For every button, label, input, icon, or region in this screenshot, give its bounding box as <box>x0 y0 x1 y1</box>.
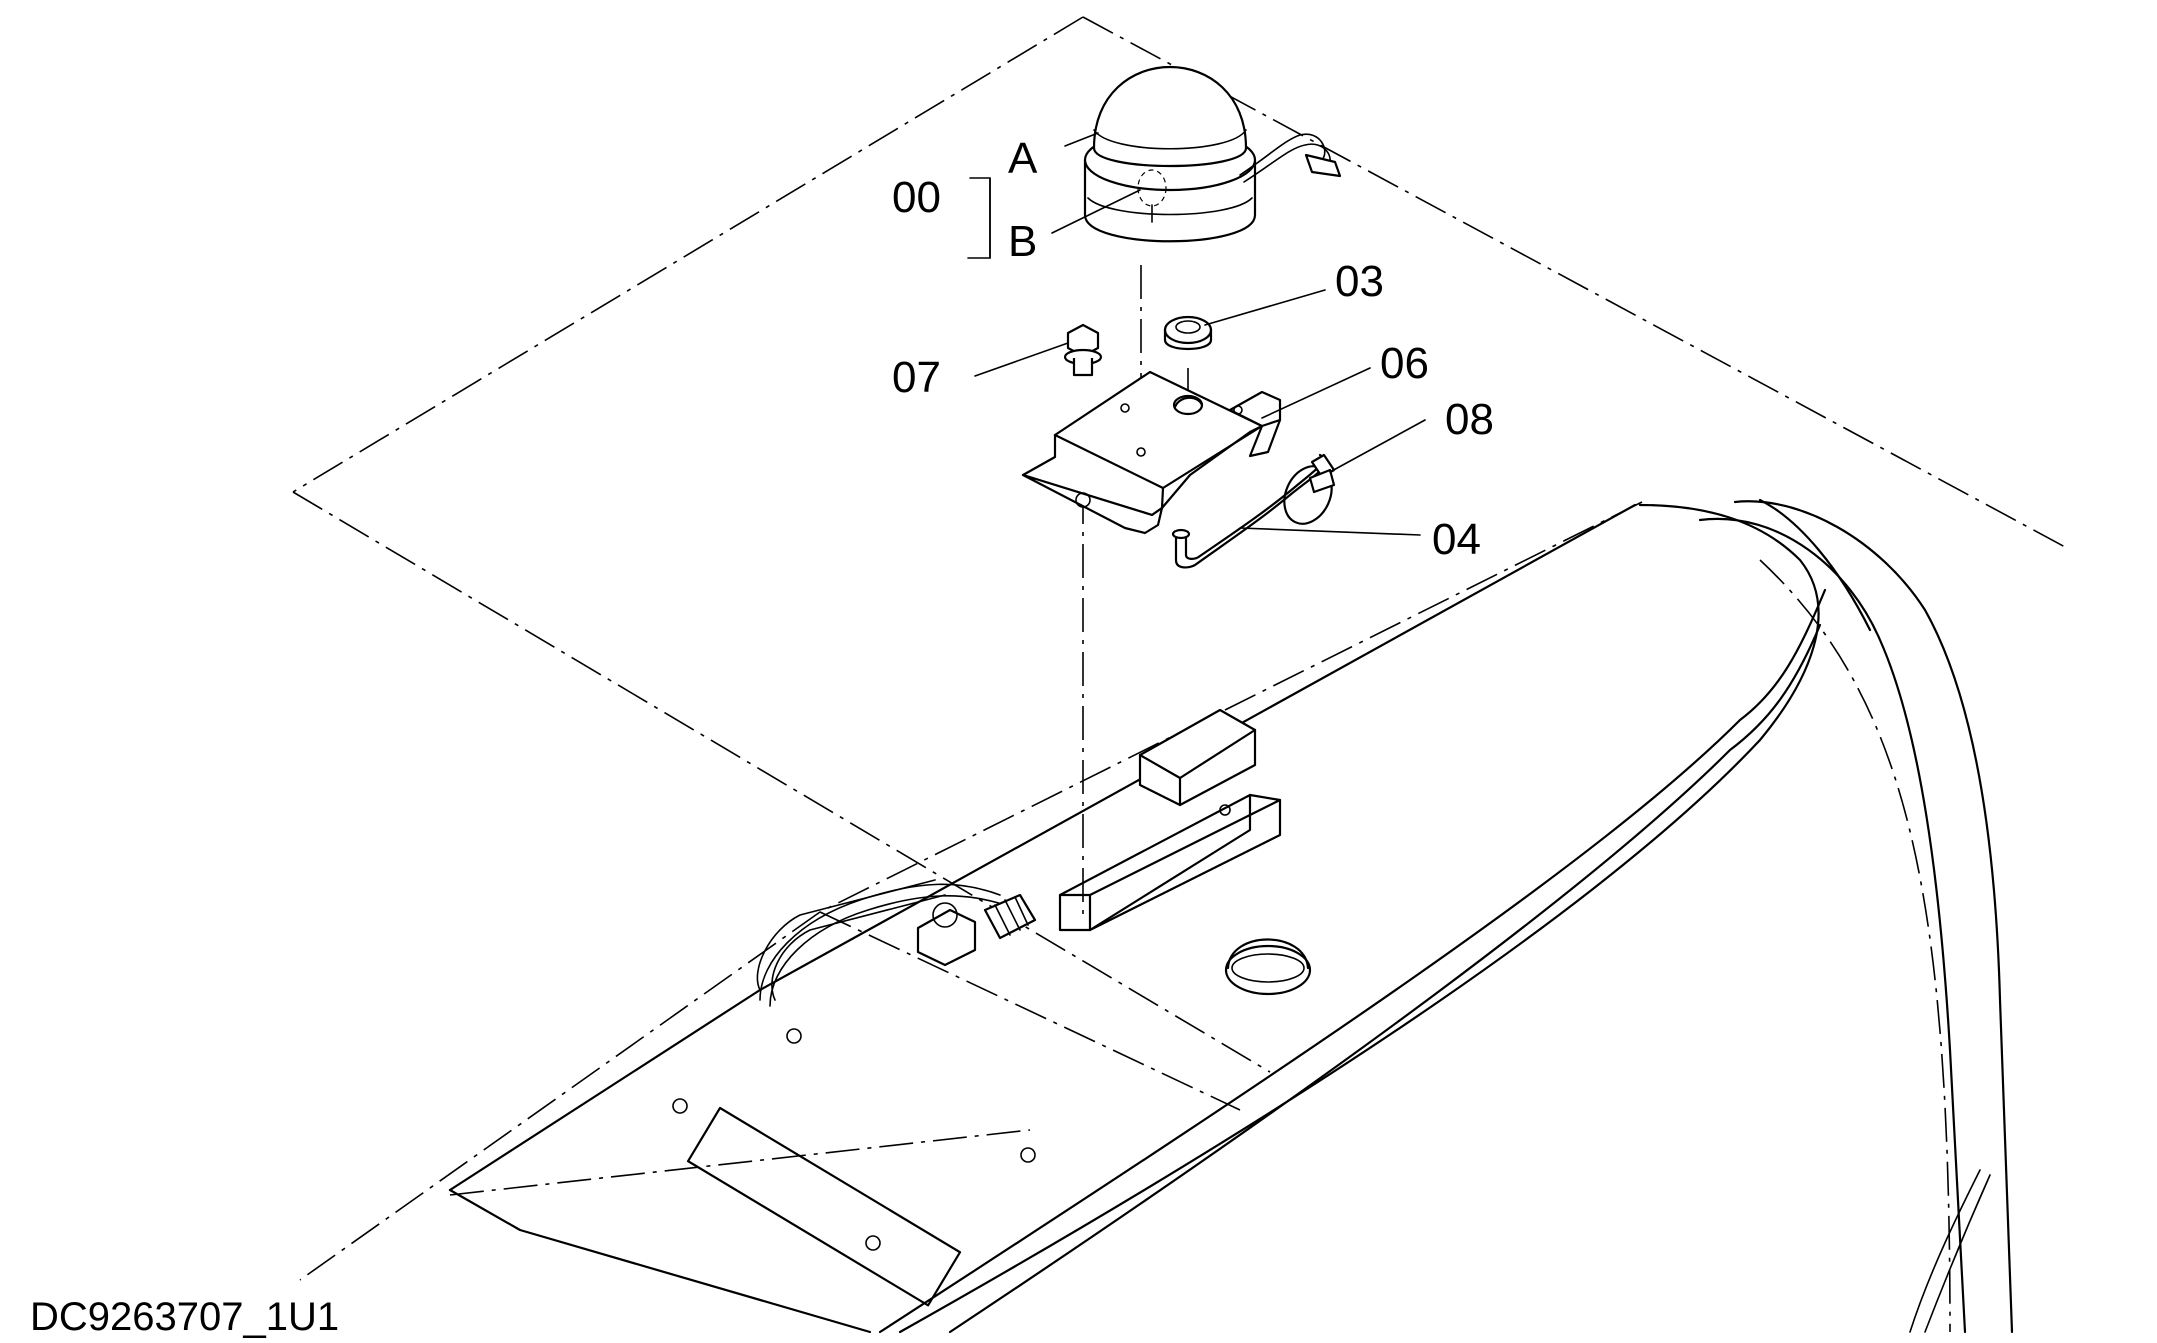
cable-clamp <box>1283 453 1336 525</box>
callout-labels: 00 A B 03 06 07 08 04 <box>892 134 1494 564</box>
bolt-hole-4 <box>865 1235 881 1251</box>
callout-leaders <box>967 132 1426 536</box>
wiring-connector-harness <box>759 883 1037 1007</box>
cab-roof-body <box>448 498 2014 1334</box>
bolt-hole-2 <box>672 1098 688 1114</box>
beacon-lamp-assembly <box>1083 65 1342 243</box>
callout-06: 06 <box>1380 339 1429 388</box>
bolt-hole-1 <box>786 1028 802 1044</box>
hatch-recess <box>686 1106 962 1307</box>
callout-a: A <box>1008 134 1038 183</box>
mounting-bracket <box>1021 370 1282 535</box>
callout-00: 00 <box>892 173 941 222</box>
callout-08: 08 <box>1445 395 1494 444</box>
assembly-centerlines <box>1082 265 1189 920</box>
grommet <box>1163 315 1213 350</box>
callout-04: 04 <box>1432 515 1481 564</box>
bolt-hole-3 <box>1020 1147 1036 1163</box>
callout-07: 07 <box>892 353 941 402</box>
beacon-dome <box>1092 65 1248 168</box>
mounting-boss <box>1138 708 1257 807</box>
callout-b: B <box>1008 217 1037 266</box>
mounting-block <box>1058 793 1282 932</box>
drawing-id: DC9263707_1U1 <box>30 1295 339 1339</box>
callout-03: 03 <box>1335 257 1384 306</box>
beacon-bulb <box>1137 169 1167 207</box>
roof-cap <box>1224 938 1312 996</box>
hex-bolt <box>1063 323 1103 377</box>
